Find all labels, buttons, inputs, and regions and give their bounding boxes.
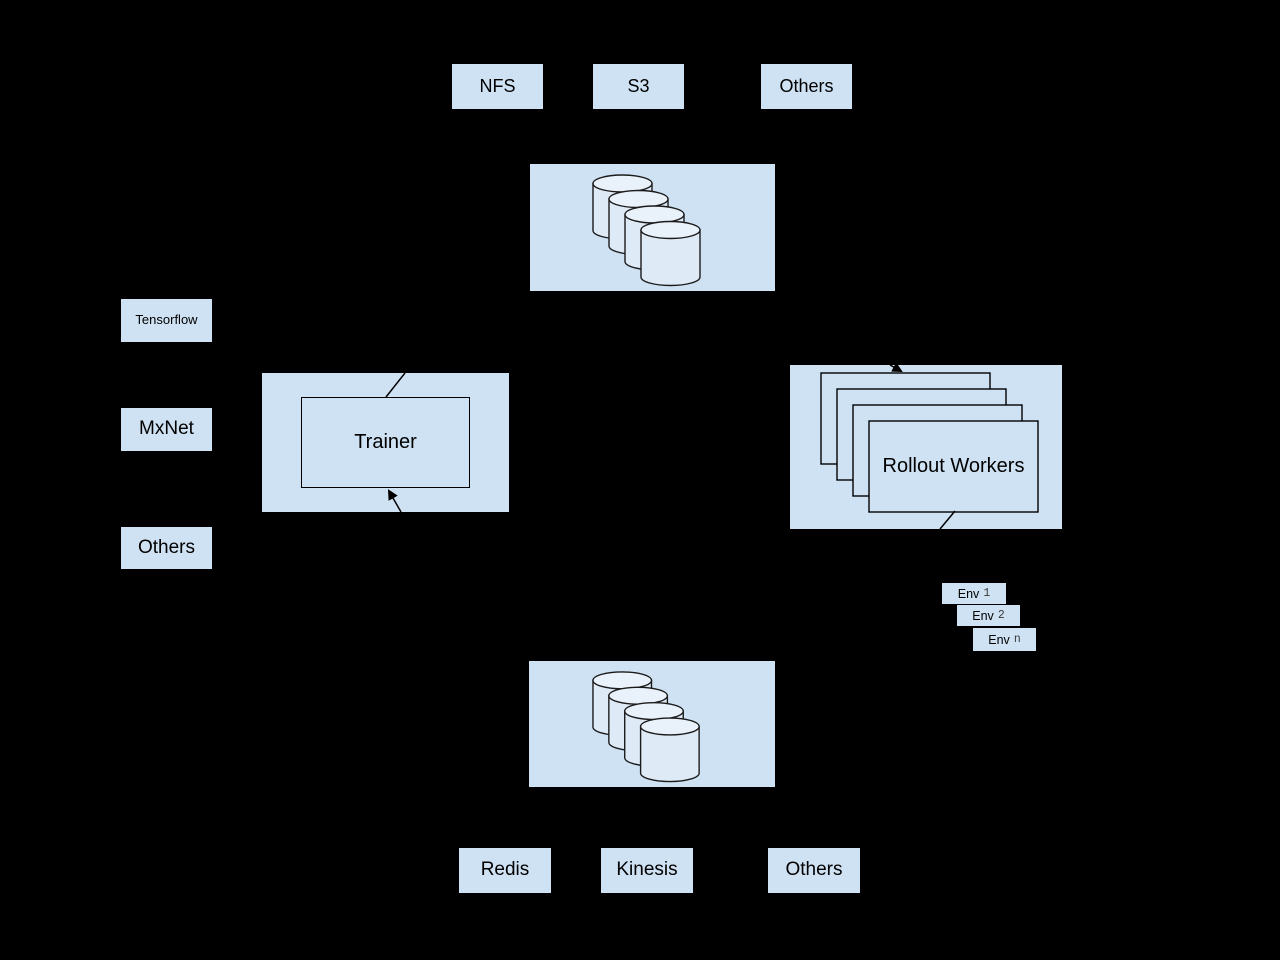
node-others-left-label: Others <box>137 536 196 558</box>
node-mxnet-label: MxNet <box>139 418 194 440</box>
env-2-index: 2 <box>997 609 1005 622</box>
env-1-index: 1 <box>983 587 991 600</box>
env-2-prefix: Env <box>972 608 994 623</box>
model-storage-box <box>530 164 775 291</box>
node-nfs: NFS <box>452 64 543 109</box>
env-n-index: n <box>1013 633 1021 646</box>
rollout-workers-group-box: Rollout Workers <box>790 365 1062 529</box>
node-redis: Redis <box>459 848 551 893</box>
node-others-left: Others <box>121 527 212 569</box>
node-others-top: Others <box>761 64 852 109</box>
data-storage-box <box>529 661 775 787</box>
node-s3: S3 <box>593 64 684 109</box>
node-others-bottom: Others <box>768 848 860 893</box>
node-others-top-label: Others <box>779 75 834 96</box>
node-redis-label: Redis <box>480 859 530 881</box>
node-kinesis-label: Kinesis <box>616 859 678 881</box>
env-n-prefix: Env <box>988 632 1010 647</box>
database-cylinders-icon <box>592 671 700 783</box>
node-tensorflow: Tensorflow <box>121 299 212 342</box>
rollout-workers-stack-icon <box>820 365 1039 529</box>
env-1-prefix: Env <box>957 586 980 601</box>
node-nfs-label: NFS <box>479 75 516 96</box>
trainer-label: Trainer <box>354 431 417 453</box>
node-mxnet: MxNet <box>121 408 212 451</box>
node-others-bottom-label: Others <box>785 859 843 881</box>
rollout-workers-label: Rollout Workers <box>882 455 1025 477</box>
node-kinesis: Kinesis <box>601 848 693 893</box>
node-tensorflow-label: Tensorflow <box>135 312 198 328</box>
database-cylinders-icon <box>592 174 701 287</box>
rollout-workers-node: Rollout Workers <box>869 421 1038 512</box>
node-s3-label: S3 <box>627 75 650 96</box>
trainer-node: Trainer <box>301 397 470 488</box>
trainer-group-box: Trainer <box>262 373 509 512</box>
